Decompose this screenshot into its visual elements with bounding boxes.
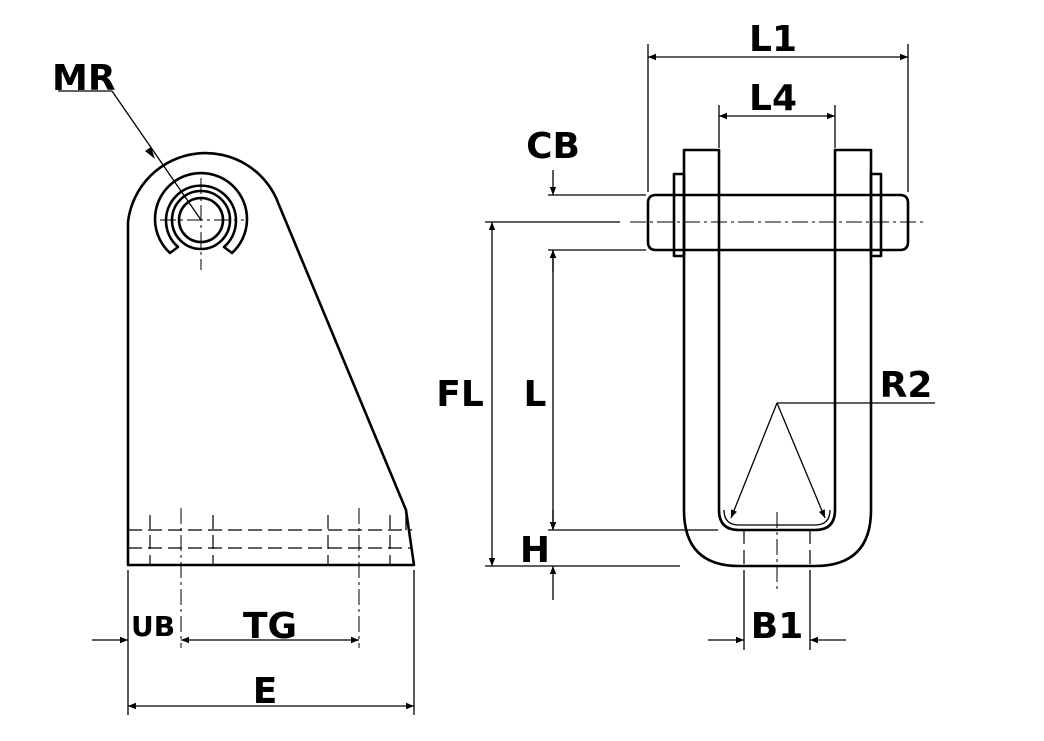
l4-label: L4 — [749, 78, 797, 119]
cb-label: CB — [526, 126, 580, 167]
u-body-outer — [682, 148, 873, 568]
r2-leader-right — [776, 402, 826, 519]
l-label: L — [524, 374, 547, 415]
l1-label: L1 — [749, 19, 797, 60]
r2-leader-left — [730, 402, 778, 519]
pin-shaft — [646, 193, 910, 252]
ub-label: UB — [131, 610, 175, 643]
pin-clip-left — [672, 172, 686, 258]
mr-label: MR — [52, 58, 116, 99]
front-view: L1 L4 CB FL L H R2 B1 — [436, 19, 935, 650]
fl-label: FL — [436, 374, 484, 415]
h-label: H — [520, 530, 550, 571]
e-label: E — [253, 671, 278, 712]
r2-label: R2 — [880, 365, 933, 406]
retaining-clip — [153, 171, 249, 255]
side-view: MR UB TG E — [52, 58, 416, 715]
pin-clip-right — [869, 172, 883, 258]
bracket-side-outline — [126, 151, 416, 567]
b1-label: B1 — [751, 606, 804, 647]
mr-leader-line — [111, 90, 202, 221]
tg-label: TG — [243, 606, 297, 647]
mr-leader-arrow — [145, 147, 155, 159]
